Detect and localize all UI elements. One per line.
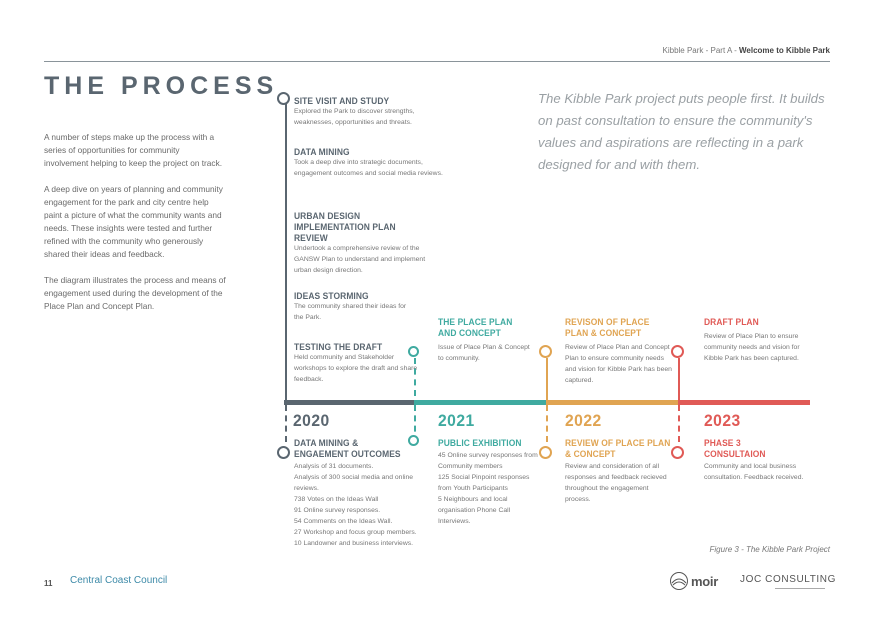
- upper-2021: THE PLACE PLAN AND CONCEPT Issue of Plac…: [438, 316, 533, 364]
- milestone-marker: [277, 92, 290, 105]
- stat-line: 5 Neighbours and local organisation Phon…: [438, 496, 511, 525]
- stage-body: Analysis of 31 documents. Analysis of 30…: [294, 461, 424, 549]
- lower-2021: PUBLIC EXHIBITION 45 Online survey respo…: [438, 437, 538, 527]
- year-label: 2021: [438, 411, 475, 430]
- stage-body: Review of Place Plan and Concept Plan to…: [565, 344, 672, 384]
- stat-line: 10 Landowner and business interviews.: [294, 540, 414, 547]
- stage-heading: REVIEW OF PLACE PLAN & CONCEPT: [565, 437, 671, 459]
- connector-dash: [678, 405, 680, 442]
- stage-heading: PUBLIC EXHIBITION: [438, 437, 522, 448]
- year-label: 2020: [293, 411, 330, 430]
- stage-heading: THE PLACE PLAN AND CONCEPT: [438, 316, 513, 338]
- year-label: 2022: [565, 411, 602, 430]
- milestone-marker: [277, 446, 290, 459]
- stage-ideas-storming: IDEAS STORMING The community shared thei…: [294, 290, 414, 323]
- timeline-spine: [284, 104, 287, 404]
- stage-heading: PHASE 3 CONSULTAION: [704, 437, 766, 459]
- intro-paragraph: A number of steps make up the process wi…: [44, 132, 223, 168]
- stat-line: 45 Online survey responses from Communit…: [438, 452, 538, 470]
- connector-line: [677, 358, 680, 400]
- figure-caption: Figure 3 - The Kibble Park Project: [709, 545, 831, 554]
- connector-dash: [414, 358, 416, 396]
- stage-body: Review of Place Plan to ensure community…: [704, 333, 800, 362]
- stat-line: 125 Social Pinpoint responses from Youth…: [438, 474, 530, 492]
- timeline-bar-2022: [546, 400, 678, 405]
- stage-heading: TESTING THE DRAFT: [294, 341, 383, 352]
- running-header-section: Welcome to Kibble Park: [739, 46, 830, 55]
- stat-line: Community and local business consultatio…: [704, 463, 804, 481]
- milestone-marker: [408, 346, 419, 357]
- year-label: 2023: [704, 411, 741, 430]
- stage-data-mining: DATA MINING Took a deep dive into strate…: [294, 146, 444, 179]
- joc-logo-underline: [775, 588, 825, 589]
- stage-body: Review and consideration of all response…: [565, 461, 670, 505]
- stage-body: Held community and Stakeholder workshops…: [294, 354, 418, 383]
- stat-line: 27 Workshop and focus group members.: [294, 529, 417, 536]
- milestone-marker: [539, 345, 552, 358]
- timeline-bar-2023: [678, 400, 810, 405]
- stat-line: Analysis of 300 social media and online …: [294, 474, 414, 492]
- stage-body: Community and local business consultatio…: [704, 461, 809, 483]
- stat-line: 54 Comments on the Ideas Wall.: [294, 518, 393, 525]
- stage-site-visit: SITE VISIT AND STUDY Explored the Park t…: [294, 95, 444, 128]
- stage-heading: DATA MINING: [294, 146, 350, 157]
- milestone-marker: [408, 435, 419, 446]
- intro-text: A number of steps make up the process wi…: [44, 131, 226, 326]
- stage-body: Took a deep dive into strategic document…: [294, 159, 443, 177]
- header-divider: [44, 61, 830, 62]
- stage-body: Undertook a comprehensive review of the …: [294, 245, 426, 274]
- stage-body: 45 Online survey responses from Communit…: [438, 450, 538, 527]
- running-header: Kibble Park - Part A - Welcome to Kibble…: [663, 46, 831, 55]
- stage-urban-design-review: URBAN DESIGN IMPLEMENTATION PLAN REVIEW …: [294, 210, 444, 276]
- joc-logo: JOC CONSULTING: [740, 574, 836, 585]
- page-title: THE PROCESS: [44, 72, 279, 100]
- running-header-prefix: Kibble Park - Part A -: [662, 46, 737, 55]
- intro-paragraph: The diagram illustrates the process and …: [44, 275, 226, 311]
- stat-line: Review and consideration of all response…: [565, 463, 667, 503]
- lower-2020: DATA MINING & ENGAEMENT OUTCOMES Analysi…: [294, 437, 424, 549]
- moir-logo: moir: [669, 570, 718, 592]
- timeline-bar-2020: [284, 400, 414, 405]
- lower-2023: PHASE 3 CONSULTAION Community and local …: [704, 437, 809, 483]
- footer-org-name: Central Coast Council: [70, 575, 168, 586]
- connector-line: [545, 358, 548, 400]
- connector-dash: [414, 405, 416, 442]
- stage-body: The community shared their ideas for the…: [294, 303, 407, 321]
- connector-dash: [546, 405, 548, 442]
- stage-heading: IDEAS STORMING: [294, 290, 369, 301]
- page-number: 11: [44, 579, 53, 588]
- stage-heading: DATA MINING & ENGAEMENT OUTCOMES: [294, 437, 401, 459]
- stage-heading: DRAFT PLAN: [704, 316, 759, 327]
- milestone-marker: [671, 446, 684, 459]
- stat-line: 91 Online survey responses.: [294, 507, 381, 514]
- stat-line: 738 Votes on the Ideas Wall: [294, 496, 379, 503]
- stat-line: Analysis of 31 documents.: [294, 463, 374, 470]
- stage-heading: SITE VISIT AND STUDY: [294, 95, 390, 106]
- moir-emblem-icon: [670, 572, 688, 590]
- stage-heading: URBAN DESIGN IMPLEMENTATION PLAN REVIEW: [294, 210, 396, 243]
- lower-2022: REVIEW OF PLACE PLAN & CONCEPT Review an…: [565, 437, 670, 505]
- stage-heading: REVISON OF PLACE PLAN & CONCEPT: [565, 316, 650, 338]
- upper-2022: REVISON OF PLACE PLAN & CONCEPT Review o…: [565, 316, 675, 386]
- connector-dash: [285, 405, 287, 442]
- timeline-bar-2021: [414, 400, 546, 405]
- stage-testing-draft: TESTING THE DRAFT Held community and Sta…: [294, 341, 419, 385]
- pull-quote: The Kibble Park project puts people firs…: [538, 91, 825, 172]
- stage-body: Issue of Place Plan & Concept to communi…: [438, 344, 530, 362]
- intro-paragraph: A deep dive on years of planning and com…: [44, 184, 223, 259]
- milestone-marker: [671, 345, 684, 358]
- upper-2023: DRAFT PLAN Review of Place Plan to ensur…: [704, 316, 804, 364]
- stage-body: Explored the Park to discover strengths,…: [294, 108, 415, 126]
- moir-wordmark: moir: [691, 573, 718, 589]
- milestone-marker: [539, 446, 552, 459]
